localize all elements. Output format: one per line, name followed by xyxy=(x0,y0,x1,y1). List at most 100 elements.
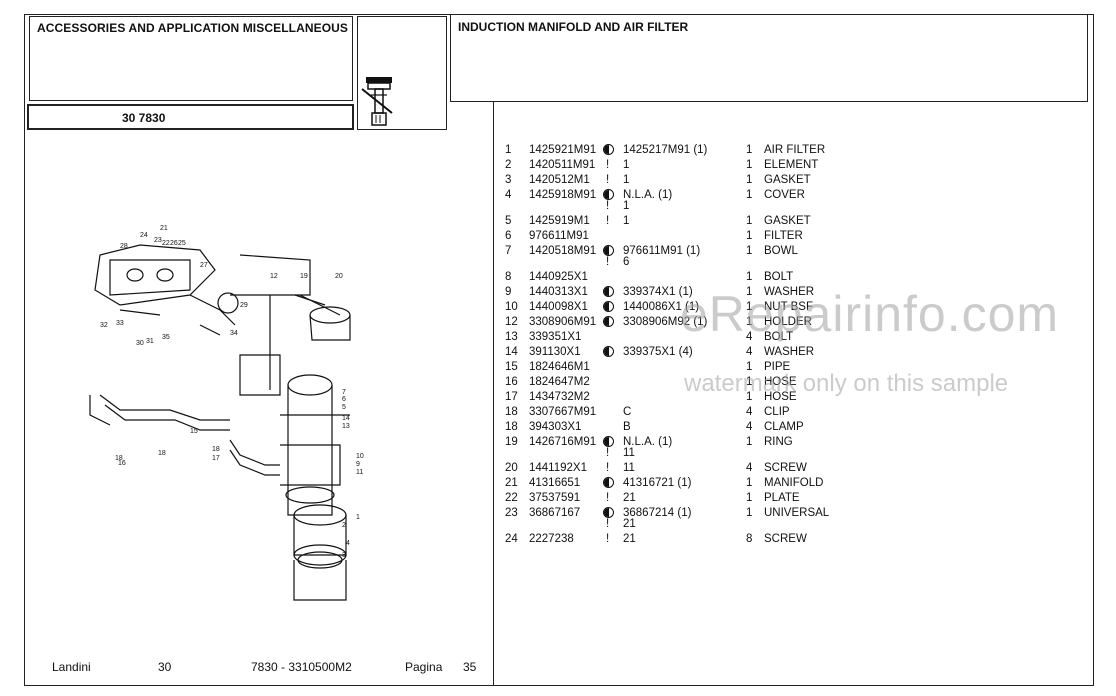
svg-text:16: 16 xyxy=(118,460,126,467)
part-position: 10 xyxy=(505,301,518,313)
part-quantity: 1 xyxy=(746,189,753,201)
exclamation-icon: ! xyxy=(606,462,610,474)
svg-text:24: 24 xyxy=(140,232,148,239)
replacement-dot-icon xyxy=(603,143,619,158)
svg-text:21: 21 xyxy=(160,225,168,232)
svg-text:18: 18 xyxy=(158,450,166,457)
part-replacement: 339375X1 (4) xyxy=(623,346,693,358)
svg-text:29: 29 xyxy=(240,302,248,309)
part-quantity: 4 xyxy=(746,346,753,358)
svg-text:18: 18 xyxy=(115,455,123,462)
part-description: CLAMP xyxy=(764,421,804,433)
svg-text:10: 10 xyxy=(356,453,364,460)
part-replacement: N.L.A. (1) xyxy=(623,189,673,201)
part-quantity: 1 xyxy=(746,174,753,186)
exclamation-icon: ! xyxy=(606,256,610,268)
part-description: WASHER xyxy=(764,346,815,358)
exclamation-icon: ! xyxy=(606,174,610,186)
footer-manual: 7830 - 3310500M2 xyxy=(251,660,352,674)
part-description: ELEMENT xyxy=(764,159,819,171)
group-title: INDUCTION MANIFOLD AND AIR FILTER xyxy=(458,20,689,34)
part-replacement: 21 xyxy=(623,492,636,504)
part-quantity: 1 xyxy=(746,361,753,373)
part-sub-reference: 11 xyxy=(623,447,635,459)
part-code: 1420511M91 xyxy=(529,159,596,171)
part-quantity: 4 xyxy=(746,331,753,343)
part-code: 1426716M91 xyxy=(529,436,597,448)
exclamation-icon: ! xyxy=(606,447,610,459)
part-description: BOWL xyxy=(764,245,798,257)
part-quantity: 1 xyxy=(746,271,753,283)
svg-text:18: 18 xyxy=(212,446,220,453)
replacement-dot-icon xyxy=(603,476,619,491)
replacement-dot-icon xyxy=(603,435,619,450)
part-code: 1440313X1 xyxy=(529,286,588,298)
svg-text:17: 17 xyxy=(212,455,220,462)
part-position: 19 xyxy=(505,436,518,448)
part-quantity: 1 xyxy=(746,507,753,519)
part-description: WASHER xyxy=(764,286,815,298)
replacement-dot-icon xyxy=(603,188,619,203)
part-quantity: 1 xyxy=(746,376,753,388)
part-replacement: 1425217M91 (1) xyxy=(623,144,708,156)
part-code: 339351X1 xyxy=(529,331,582,343)
part-sub-reference: 6 xyxy=(623,256,630,268)
replacement-dot-icon xyxy=(603,244,619,259)
svg-text:31: 31 xyxy=(146,338,154,345)
footer-page-label: Pagina xyxy=(405,660,443,674)
part-description: FILTER xyxy=(764,230,803,242)
svg-text:2: 2 xyxy=(342,522,346,529)
exclamation-icon: ! xyxy=(606,492,610,504)
part-quantity: 1 xyxy=(746,245,753,257)
part-code: 391130X1 xyxy=(529,346,581,358)
part-position: 16 xyxy=(505,376,518,388)
part-code: 976611M91 xyxy=(529,230,589,242)
part-quantity: 1 xyxy=(746,159,753,171)
part-position: 13 xyxy=(505,331,518,343)
svg-text:26: 26 xyxy=(170,240,178,247)
air-filter-icon xyxy=(361,77,393,126)
svg-text:20: 20 xyxy=(335,273,343,280)
part-quantity: 1 xyxy=(746,436,753,448)
part-replacement: 1 xyxy=(623,159,630,171)
part-quantity: 1 xyxy=(746,215,753,227)
replacement-dot-icon xyxy=(603,315,619,330)
part-code: 1440925X1 xyxy=(529,271,588,283)
part-replacement: 339374X1 (1) xyxy=(623,286,693,298)
svg-text:27: 27 xyxy=(200,262,208,269)
part-replacement: 11 xyxy=(623,462,635,474)
part-description: GASKET xyxy=(764,215,811,227)
svg-text:3: 3 xyxy=(342,552,346,559)
part-position: 17 xyxy=(505,391,518,403)
part-replacement: C xyxy=(623,406,632,418)
part-quantity: 1 xyxy=(746,230,753,242)
part-position: 2 xyxy=(505,159,512,171)
model-code-box: 30 7830 xyxy=(27,104,354,130)
part-position: 1 xyxy=(505,144,512,156)
part-replacement: N.L.A. (1) xyxy=(623,436,673,448)
part-description: GASKET xyxy=(764,174,811,186)
part-description: HOSE xyxy=(764,391,797,403)
replacement-dot-icon xyxy=(603,345,619,360)
part-quantity: 4 xyxy=(746,462,753,474)
part-code: 1425921M91 xyxy=(529,144,597,156)
part-sub-reference: 21 xyxy=(623,518,636,530)
part-code: 3307667M91 xyxy=(529,406,597,418)
exclamation-icon: ! xyxy=(606,533,610,545)
part-position: 5 xyxy=(505,215,512,227)
part-quantity: 1 xyxy=(746,316,753,328)
